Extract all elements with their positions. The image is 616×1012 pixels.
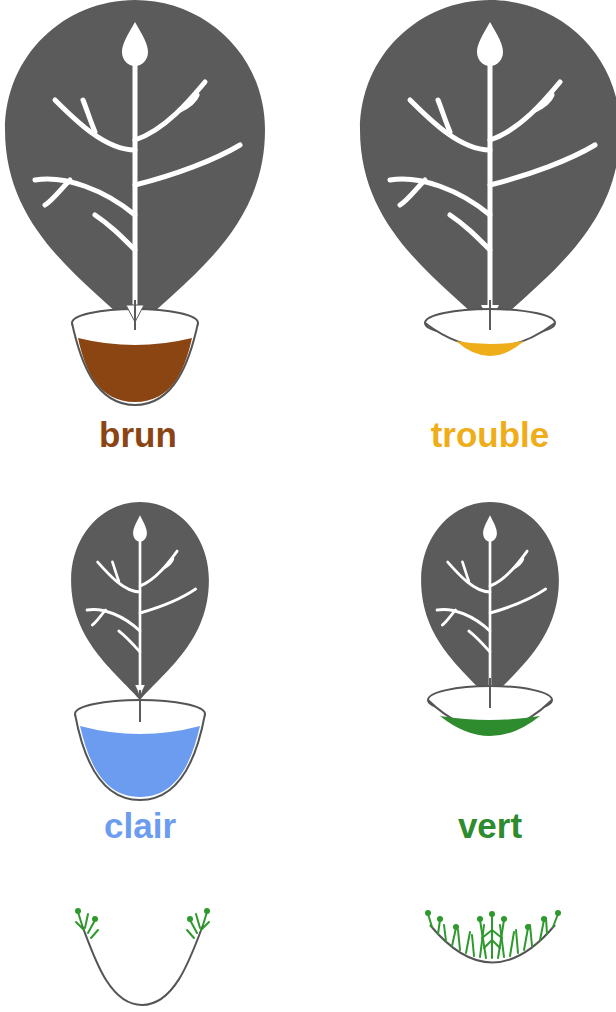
- color-label: vert: [458, 806, 522, 846]
- color-label: trouble: [431, 415, 550, 455]
- color-label: brun: [99, 415, 177, 455]
- color-label: clair: [104, 806, 176, 846]
